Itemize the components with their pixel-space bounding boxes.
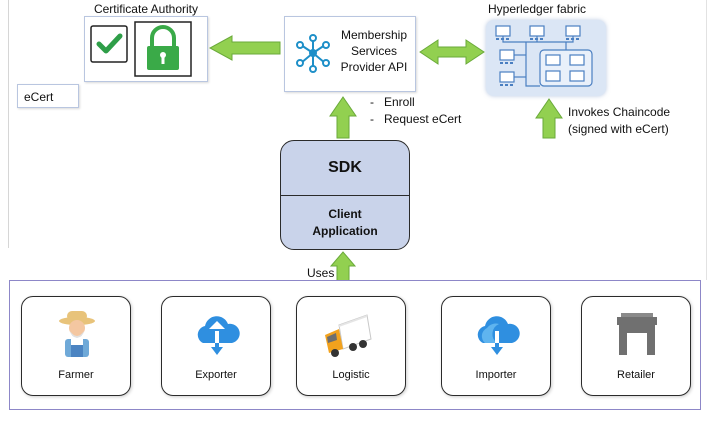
client-line1: Client xyxy=(328,206,362,221)
hyperledger-fabric-box xyxy=(486,20,606,96)
msp-label-line2: Services xyxy=(350,44,397,58)
user-card-logistic: Logistic xyxy=(296,296,406,396)
network-nodes-icon xyxy=(495,25,593,87)
enroll-label: - Enroll xyxy=(370,95,415,109)
msp-label: Membership Services Provider API xyxy=(335,27,413,75)
request-ecert-label: - Request eCert xyxy=(370,112,462,126)
enroll-text: Enroll xyxy=(384,95,415,109)
sdk-title: SDK xyxy=(281,141,409,196)
certificate-authority-icons xyxy=(90,21,192,77)
ecert-box: eCert xyxy=(17,84,79,108)
user-name-exporter: Exporter xyxy=(195,369,237,381)
truck-icon xyxy=(325,314,372,357)
hyperledger-title: Hyperledger fabric xyxy=(488,2,587,16)
certificate-authority-title: Certificate Authority xyxy=(93,2,199,16)
lock-icon xyxy=(134,21,192,77)
arrow-sdk-to-msp xyxy=(329,96,357,139)
invokes-chaincode-line1: Invokes Chaincode xyxy=(568,105,671,119)
user-card-retailer: Retailer xyxy=(581,296,691,396)
user-name-retailer: Retailer xyxy=(617,369,655,381)
client-line2: Application xyxy=(312,223,378,238)
client-application-label: Client Application xyxy=(281,196,409,249)
user-name-importer: Importer xyxy=(475,369,517,381)
user-card-farmer: Farmer xyxy=(21,296,131,396)
user-name-logistic: Logistic xyxy=(332,369,370,381)
users-panel: Farmer Exporter Logistic Importe xyxy=(9,280,701,410)
frame-left-border xyxy=(0,0,9,248)
arrow-client-to-fabric xyxy=(535,98,563,139)
store-icon xyxy=(617,313,657,355)
arrow-msp-fabric-bidirectional xyxy=(419,39,485,65)
user-name-farmer: Farmer xyxy=(58,369,94,381)
arrow-msp-to-ca xyxy=(208,35,281,61)
msp-label-line3: Provider API xyxy=(340,60,408,74)
network-hub-icon xyxy=(296,34,330,73)
certificate-authority-box xyxy=(84,16,208,82)
msp-api-box: Membership Services Provider API xyxy=(284,16,416,92)
cloud-download-icon xyxy=(197,316,240,355)
invokes-chaincode-line2: (signed with eCert) xyxy=(568,122,669,136)
user-card-exporter: Exporter xyxy=(161,296,271,396)
farmer-icon xyxy=(59,311,95,357)
checkmark-icon xyxy=(90,25,128,63)
arrow-users-to-client xyxy=(329,251,357,283)
msp-label-line1: Membership xyxy=(340,28,408,42)
uses-label: Uses xyxy=(307,266,335,280)
cloud-sync-icon xyxy=(477,316,520,355)
sdk-client-box: SDK Client Application xyxy=(280,140,410,250)
frame-right-border xyxy=(706,0,707,280)
request-ecert-text: Request eCert xyxy=(384,112,462,126)
user-card-importer: Importer xyxy=(441,296,551,396)
